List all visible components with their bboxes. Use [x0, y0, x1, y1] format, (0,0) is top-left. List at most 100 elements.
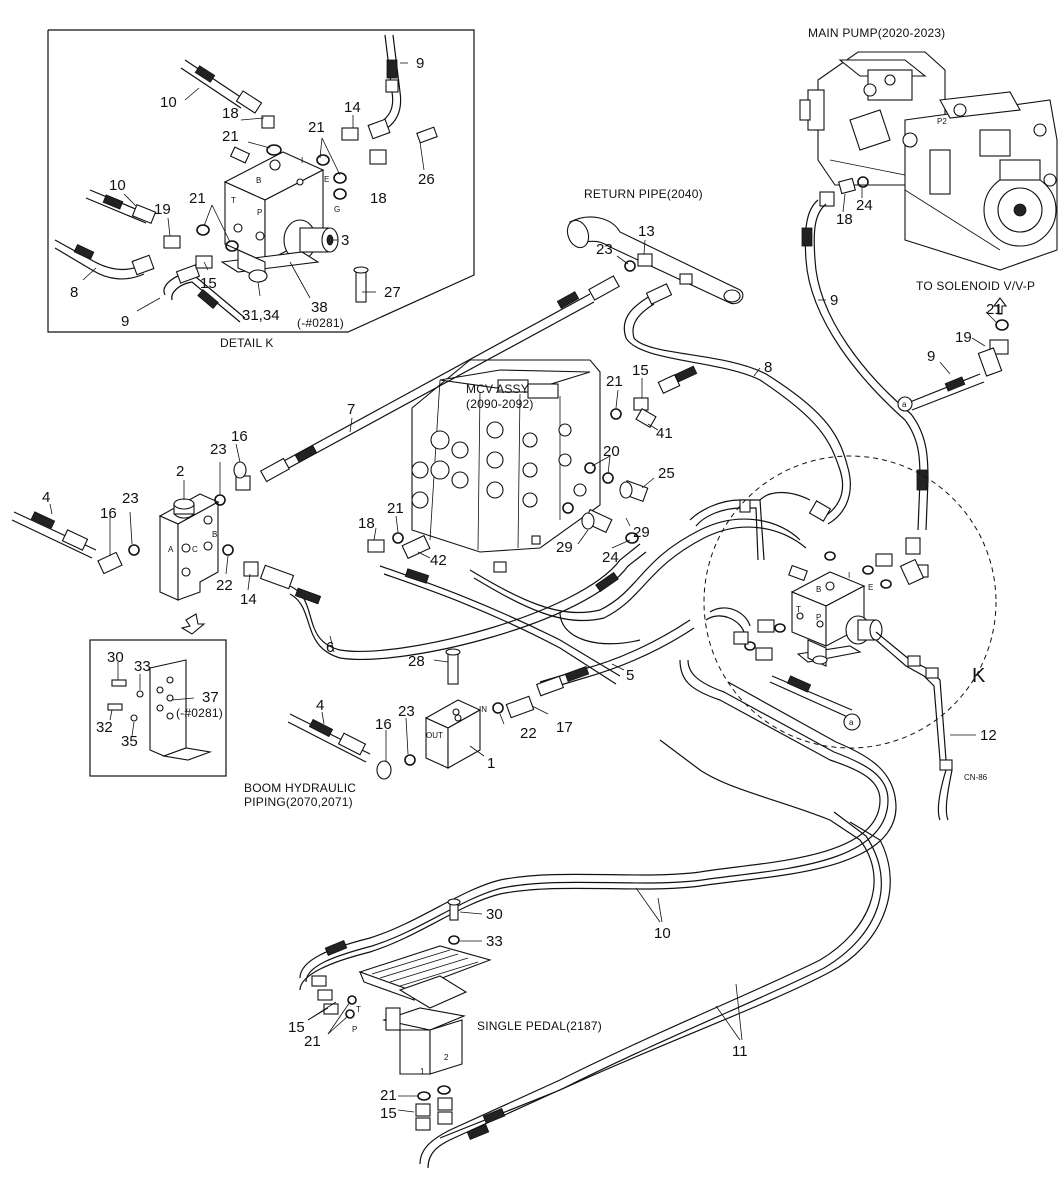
hose-5: 5	[379, 565, 695, 697]
part-number: 8	[764, 359, 772, 376]
detail-k-marker: K	[972, 665, 986, 687]
detail-k-caption: DETAIL K	[220, 336, 274, 350]
to-solenoid: TO SOLENOID V/V-P a 21 19 9	[897, 279, 1035, 412]
part-number: 4	[42, 489, 50, 506]
port-2-label: 2	[444, 1053, 449, 1062]
part-number: 33	[486, 933, 503, 950]
part-number: 23	[596, 241, 613, 258]
part-number: 11	[732, 1043, 748, 1060]
part-number: 31,34	[242, 307, 280, 324]
part-number: 33	[134, 658, 151, 675]
mcv-caption-2: (2090-2092)	[466, 397, 534, 411]
port-1-label: 1	[420, 1067, 425, 1076]
part-number: 32	[96, 719, 113, 736]
port-p-label: P	[352, 1025, 357, 1034]
part-number: 29	[633, 524, 650, 541]
part-number: 23	[210, 441, 227, 458]
part-number: 30	[107, 649, 124, 666]
part-number: 9	[416, 55, 424, 72]
part-number-note: (-#0281)	[297, 316, 344, 330]
hose-10-11: 10 11	[299, 659, 897, 1169]
part-number: 23	[122, 490, 139, 507]
part-number: 5	[626, 667, 634, 684]
part-number: 18	[222, 105, 239, 122]
part-number: 15	[200, 275, 217, 292]
port-a-marker: a	[849, 718, 854, 727]
part-number: 27	[384, 284, 401, 301]
port-t-label: T	[231, 196, 236, 205]
part-number: 10	[109, 177, 126, 194]
port-a-marker: a	[902, 400, 907, 409]
single-pedal: 1 2 30 33 SINGLE PEDAL(2187) T P 15 21 2…	[288, 898, 602, 1131]
port-g-label: G	[334, 205, 340, 214]
part-number: 16	[231, 428, 248, 445]
part-number: 15	[288, 1019, 305, 1036]
port-i-label: I	[301, 156, 303, 165]
part-number: 30	[486, 906, 503, 923]
port-i-label: I	[848, 571, 850, 580]
part-number: 19	[955, 329, 972, 346]
to-solenoid-caption: TO SOLENOID V/V-P	[916, 279, 1035, 293]
single-pedal-caption: SINGLE PEDAL(2187)	[477, 1019, 602, 1033]
part-number: 16	[100, 505, 117, 522]
port-t-label: T	[796, 605, 801, 614]
bracket-2: A C B 2 16 23 23 16 22 14	[97, 428, 257, 608]
port-p2-label: P2	[937, 117, 947, 126]
hose-4-lower: 4 BOOM HYDRAULIC PIPING(2070,2071)	[244, 697, 371, 809]
detail-k-region: K B I E T P a	[703, 455, 997, 821]
part-number: 21	[189, 190, 206, 207]
part-number: 15	[380, 1105, 397, 1122]
part-number: 21	[380, 1087, 397, 1104]
part-number: 29	[556, 539, 573, 556]
mcv-caption-1: MCV ASSY	[466, 382, 529, 396]
hose-loops-middle	[469, 491, 832, 645]
part-number: 35	[121, 733, 138, 750]
hose-7: 7	[235, 275, 620, 491]
part-number: 14	[344, 99, 361, 116]
block-1: OUT IN 28 1 22 17 23 16	[375, 648, 573, 780]
boom-caption-2: PIPING(2070,2071)	[244, 795, 353, 809]
port-b-label: B	[256, 176, 261, 185]
part-number: 17	[556, 719, 573, 736]
part-number: 37	[202, 689, 219, 706]
part-number: 26	[418, 171, 435, 188]
part-number: 8	[70, 284, 78, 301]
part-number: 9	[121, 313, 129, 330]
part-number: 15	[632, 362, 649, 379]
main-pump-illustration: MAIN PUMP(2020-2023) P2	[799, 26, 1058, 271]
part-number: 21	[387, 500, 404, 517]
hose-6: 6	[243, 543, 647, 660]
main-pump-caption: MAIN PUMP(2020-2023)	[808, 26, 945, 40]
part-number: 21	[222, 128, 239, 145]
port-e-label: E	[324, 175, 329, 184]
part-number: 14	[240, 591, 257, 608]
part-number: 10	[654, 925, 671, 942]
port-p-label: P	[816, 613, 821, 622]
part-number: 2	[176, 463, 184, 480]
port-in-label: IN	[479, 705, 487, 714]
part-number: 24	[856, 197, 873, 214]
port-p-label: P	[257, 208, 262, 217]
mcv-assembly: MCV ASSY (2090-2092) 21 15 41 20 42 18 2…	[358, 359, 673, 569]
part-number: 6	[326, 639, 334, 656]
part-number: 19	[154, 201, 171, 218]
part-number: 18	[358, 515, 375, 532]
part-number: 1	[487, 755, 495, 772]
part-number: 38	[311, 299, 328, 316]
part-number: 25	[658, 465, 675, 482]
part-number: 7	[347, 401, 355, 418]
part-number: 41	[656, 425, 673, 442]
part-number: 21	[606, 373, 623, 390]
part-number: 13	[638, 223, 655, 240]
part-number: 9	[830, 292, 838, 309]
part-number: 9	[927, 348, 935, 365]
port-e-label: E	[868, 583, 873, 592]
port-t-label: T	[356, 1005, 361, 1014]
return-pipe: RETURN PIPE(2040) 13 23	[566, 187, 744, 305]
connector-label: CN-86	[964, 773, 988, 782]
port-b-label: B	[212, 530, 217, 539]
part-number: 24	[602, 549, 619, 566]
part-number: 16	[375, 716, 392, 733]
fitting-group-25: 25 29 29 24	[493, 465, 675, 573]
